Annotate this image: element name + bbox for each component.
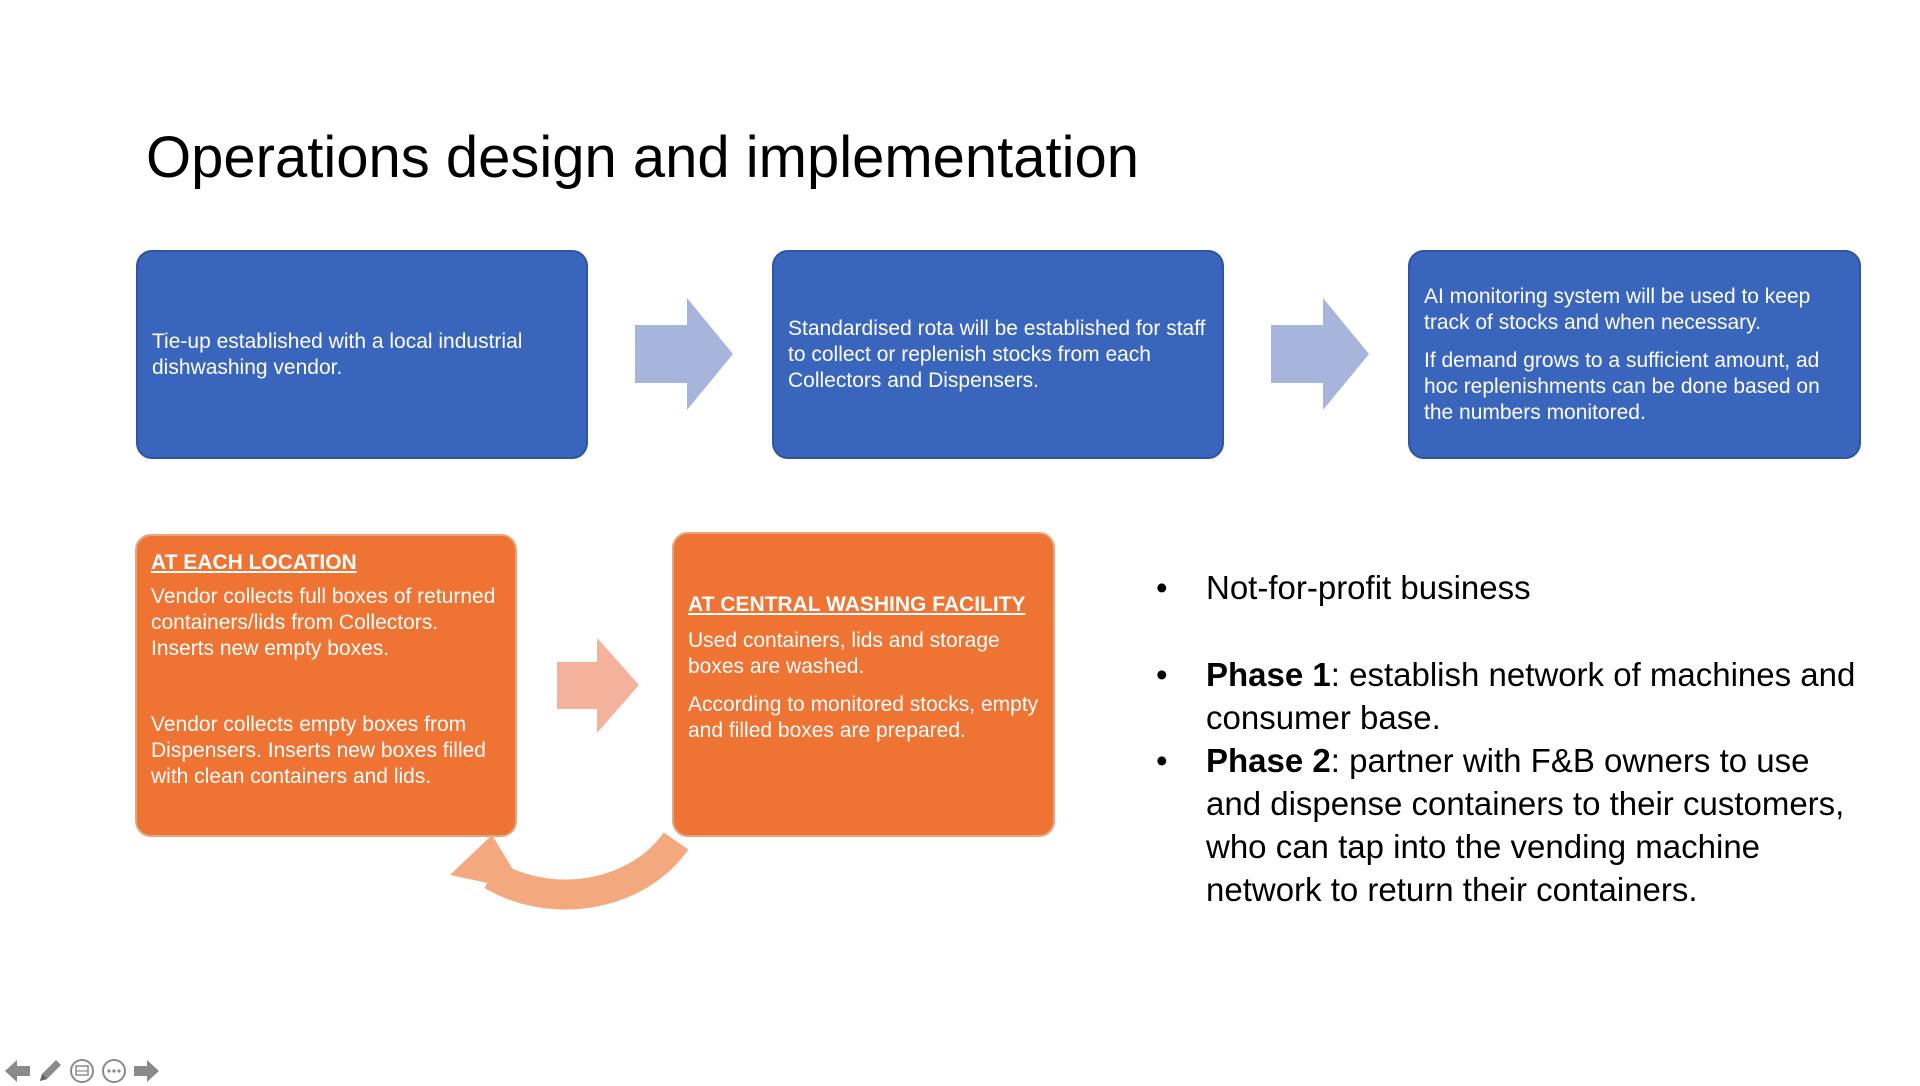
cycle-return-arrow-icon — [450, 832, 689, 910]
more-options-icon[interactable] — [100, 1057, 128, 1085]
facility-box-text: According to monitored stocks, empty and… — [688, 693, 1039, 742]
facility-box-heading: AT CENTRAL WASHING FACILITY — [688, 593, 1026, 616]
phase-label: Phase 2 — [1206, 742, 1331, 779]
location-box-text: Vendor collects full boxes of returned c… — [151, 585, 496, 660]
phase-label: Phase 1 — [1206, 656, 1331, 693]
arrow-right-icon[interactable] — [132, 1057, 160, 1085]
flow-box-text: Standardised rota will be established fo… — [788, 316, 1206, 392]
bullet-item: Phase 2: partner with F&B owners to use … — [1152, 739, 1872, 911]
arrow-left-icon[interactable] — [4, 1057, 32, 1085]
arrow-right-icon — [635, 298, 733, 410]
arrow-right-icon — [557, 638, 639, 733]
presenter-toolbar — [4, 1056, 160, 1086]
flow-box-text: If demand grows to a sufficient amount, … — [1424, 348, 1820, 424]
flow-box-rota: Standardised rota will be established fo… — [772, 250, 1224, 459]
arrow-right-icon — [1271, 298, 1369, 410]
bullet-item: Not-for-profit business — [1152, 566, 1872, 609]
flow-box-ai-monitoring: AI monitoring system will be used to kee… — [1408, 250, 1861, 459]
flow-box-text: AI monitoring system will be used to kee… — [1424, 284, 1811, 334]
bullet-list: Not-for-profit business Phase 1: establi… — [1152, 566, 1872, 911]
bullet-item: Phase 1: establish network of machines a… — [1152, 653, 1872, 739]
location-box: AT EACH LOCATION Vendor collects full bo… — [135, 534, 517, 837]
pen-icon[interactable] — [36, 1057, 64, 1085]
flow-box-text: Tie-up established with a local industri… — [152, 329, 523, 379]
flow-box-vendor-tieup: Tie-up established with a local industri… — [136, 250, 588, 459]
location-box-heading: AT EACH LOCATION — [151, 551, 357, 574]
slide-title: Operations design and implementation — [146, 125, 1140, 190]
facility-box-text: Used containers, lids and storage boxes … — [688, 629, 1000, 678]
facility-box: AT CENTRAL WASHING FACILITY Used contain… — [672, 532, 1055, 837]
location-box-text: Vendor collects empty boxes from Dispens… — [151, 713, 486, 788]
slides-grid-icon[interactable] — [68, 1057, 96, 1085]
